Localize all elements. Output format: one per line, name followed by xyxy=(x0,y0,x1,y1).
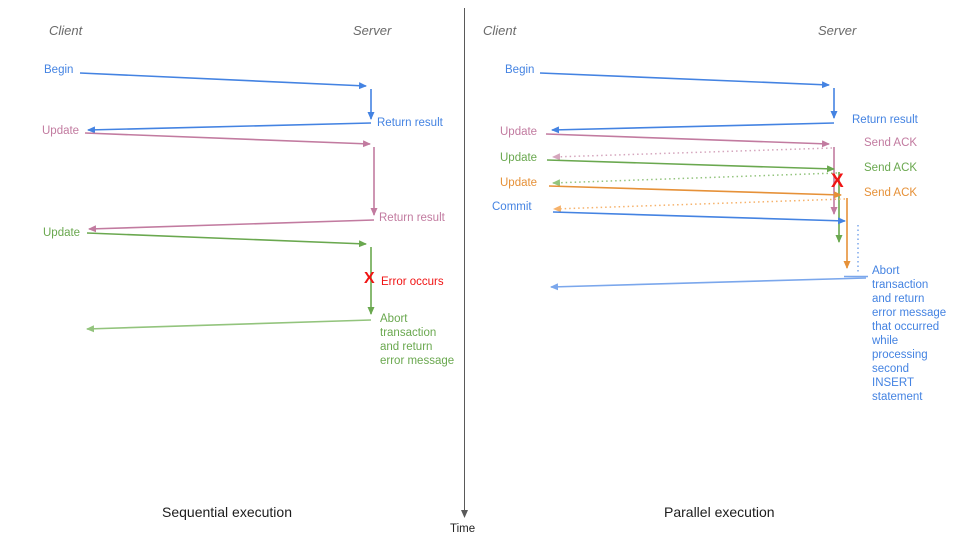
right-return-result xyxy=(551,122,835,134)
left-begin-label: Begin xyxy=(44,64,74,76)
right-update-1-arrow xyxy=(545,133,830,148)
right-update-1-label: Update xyxy=(500,126,538,138)
parallel-panel-lines xyxy=(539,72,868,291)
right-begin-arrow xyxy=(539,72,830,89)
left-return-result-1 xyxy=(87,122,372,134)
right-commit-label: Commit xyxy=(492,201,532,213)
left-error-label: Error occurs xyxy=(381,276,444,288)
right-abort-label: Abort transaction and return error messa… xyxy=(872,265,947,403)
left-begin-arrow xyxy=(79,72,367,90)
right-update-2-arrow xyxy=(546,159,835,173)
right-send-ack-2-label: Send ACK xyxy=(864,162,918,174)
right-send-ack-1-label: Send ACK xyxy=(864,137,918,149)
right-abort-return-arrow xyxy=(550,277,867,291)
left-return-result-2 xyxy=(88,219,375,233)
right-error-x-mark: X xyxy=(831,171,844,192)
left-client-header: Client xyxy=(49,23,83,38)
sequential-panel-lines xyxy=(79,72,378,333)
right-update-3-label: Update xyxy=(500,177,538,189)
right-return-result-label: Return result xyxy=(852,114,918,126)
right-send-ack-2 xyxy=(552,172,838,187)
right-commit-arrow xyxy=(552,211,846,225)
right-update-2-label: Update xyxy=(500,152,538,164)
left-return-result-1-label: Return result xyxy=(377,117,443,129)
right-begin-label: Begin xyxy=(505,64,535,76)
right-update-3-arrow xyxy=(548,185,842,199)
left-update-2-arrow xyxy=(86,232,367,248)
left-server-header: Server xyxy=(353,23,392,38)
left-update-2-label: Update xyxy=(43,227,81,239)
time-axis-label: Time xyxy=(450,523,476,535)
right-send-ack-3 xyxy=(553,198,846,213)
left-update-1-arrow xyxy=(84,132,371,148)
left-abort-label: Abort transaction and return error messa… xyxy=(380,313,455,367)
right-client-header: Client xyxy=(483,23,517,38)
left-abort-return-arrow xyxy=(86,319,372,333)
left-error-x-mark: X xyxy=(364,270,375,287)
left-update-1-label: Update xyxy=(42,125,80,137)
right-send-ack-3-label: Send ACK xyxy=(864,187,918,199)
right-send-ack-1 xyxy=(552,147,833,161)
left-caption: Sequential execution xyxy=(162,504,292,520)
right-caption: Parallel execution xyxy=(664,504,775,520)
left-return-result-2-label: Return result xyxy=(379,212,445,224)
right-server-header: Server xyxy=(818,23,857,38)
